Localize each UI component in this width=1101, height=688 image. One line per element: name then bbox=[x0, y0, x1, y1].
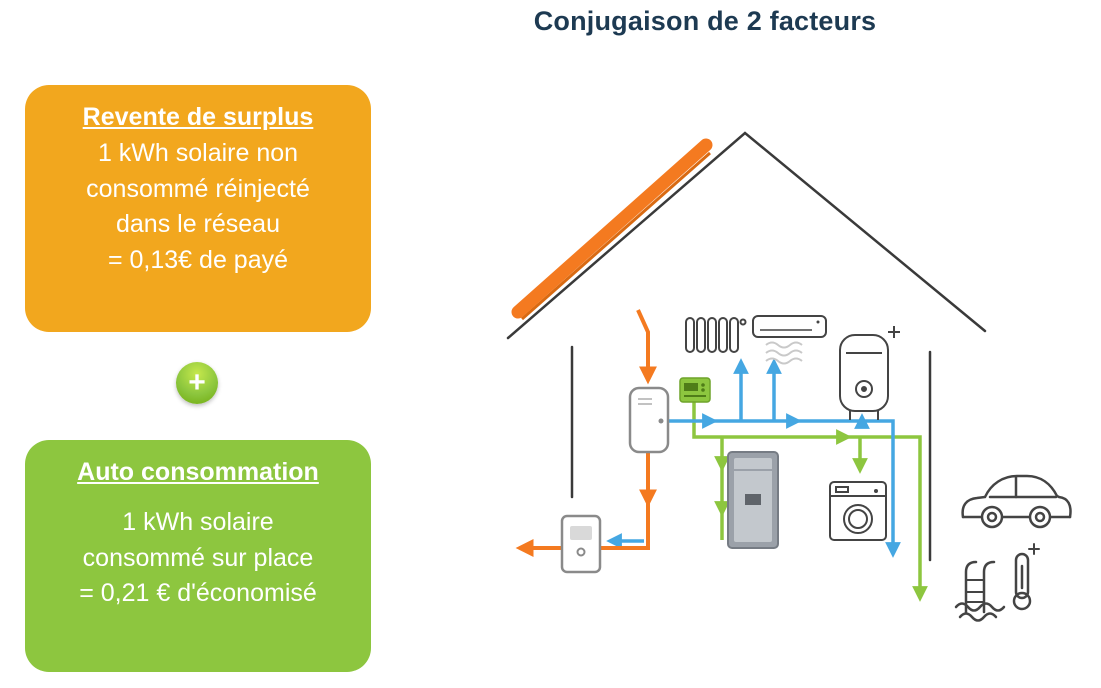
inverter-icon bbox=[628, 386, 670, 454]
smart-meter-icon bbox=[679, 377, 711, 403]
page-title: Conjugaison de 2 facteurs bbox=[533, 6, 877, 36]
card-auto-body: 1 kWh solaire consommé sur place = 0,21 … bbox=[79, 508, 317, 607]
washing-machine-icon bbox=[829, 481, 887, 541]
green-flow-lines bbox=[692, 402, 928, 602]
card-surplus-title: Revente de surplus bbox=[82, 103, 314, 131]
card-surplus: Revente de surplus 1 kWh solaire non con… bbox=[25, 85, 371, 332]
air-conditioner-icon bbox=[752, 315, 827, 365]
pool-thermometer-icon bbox=[954, 543, 1040, 622]
radiator-icon bbox=[685, 317, 747, 353]
export-meter-icon bbox=[560, 514, 602, 574]
card-surplus-body: 1 kWh solaire non consommé réinjecté dan… bbox=[86, 139, 310, 274]
water-heater-icon bbox=[839, 326, 900, 420]
house-outline-icon bbox=[506, 131, 987, 562]
card-auto: Auto consommation 1 kWh solaire consommé… bbox=[25, 440, 371, 672]
blue-flow-lines bbox=[606, 358, 901, 558]
card-auto-title: Auto consommation bbox=[77, 458, 319, 486]
plus-icon: + bbox=[176, 362, 218, 404]
solar-panel-icon bbox=[511, 138, 713, 321]
electric-car-icon bbox=[961, 474, 1072, 529]
home-battery-icon bbox=[727, 451, 779, 549]
